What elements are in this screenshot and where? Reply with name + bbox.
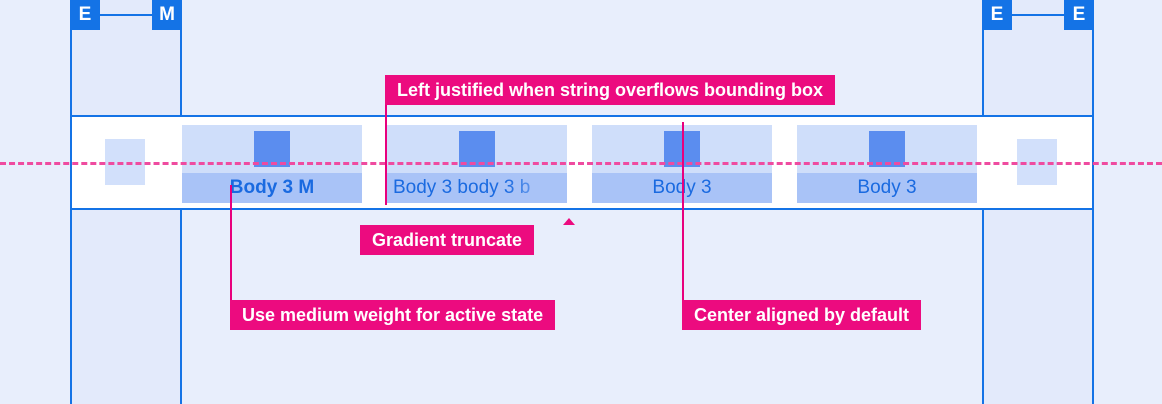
leader-center-aligned (682, 122, 684, 300)
badge-e-left-outer: E (70, 0, 100, 30)
note-gradient-truncate: Gradient truncate (360, 225, 535, 255)
tab-icon-area (797, 125, 977, 173)
note-gradient-truncate-pointer (563, 218, 575, 225)
leader-left-justified (385, 75, 387, 205)
note-left-justified: Left justified when string overflows bou… (385, 75, 835, 105)
tab-label-area: Body 3 M (182, 173, 362, 203)
leader-medium-weight (230, 185, 232, 300)
tab-icon-area (182, 125, 362, 173)
tab-label-text: Body 3 M (229, 177, 315, 198)
tab-label-text: Body 3 (857, 177, 917, 198)
badge-e-right-inner: E (982, 0, 1012, 30)
tab-glyph-icon (869, 131, 905, 167)
tab-glyph-icon (254, 131, 290, 167)
tab-icon-area (387, 125, 567, 173)
note-medium-weight: Use medium weight for active state (230, 300, 556, 330)
tab-item-2[interactable]: Body 3 body 3 b (387, 125, 567, 203)
measure-box-left (70, 14, 182, 117)
badge-m-left-inner: M (152, 0, 182, 30)
tab-label-area: Body 3 (797, 173, 977, 203)
tab-label-text: Body 3 body 3 b (393, 177, 531, 198)
badge-e-right-outer: E (1064, 0, 1094, 30)
vertical-center-baseline (0, 162, 1162, 165)
tab-label-area: Body 3 body 3 b (387, 173, 567, 203)
measure-box-right (982, 14, 1094, 117)
tab-glyph-icon (459, 131, 495, 167)
note-center-aligned: Center aligned by default (682, 300, 922, 330)
tab-item-1[interactable]: Body 3 M (182, 125, 362, 203)
tab-item-4[interactable]: Body 3 (797, 125, 977, 203)
